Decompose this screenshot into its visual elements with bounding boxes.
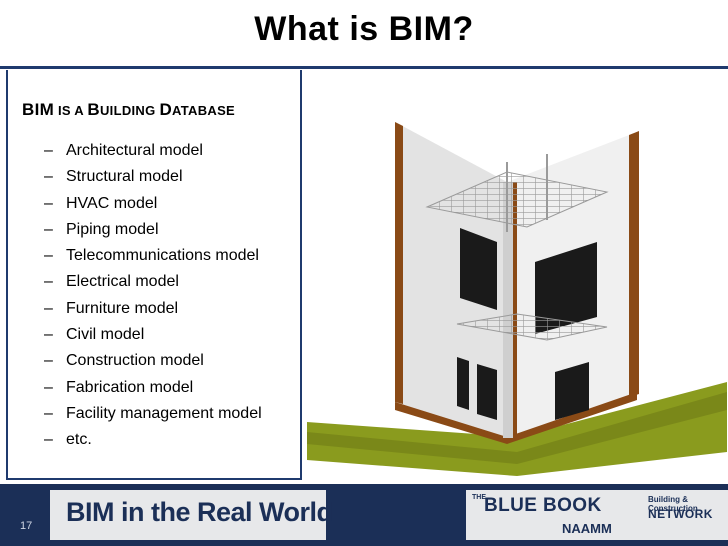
list-item: –Civil model (44, 326, 145, 344)
door-mid (477, 364, 497, 420)
list-item: –etc. (44, 431, 92, 449)
window-left-upper (460, 228, 497, 310)
bim-building-model-image (307, 122, 727, 476)
door-left (457, 357, 469, 410)
list-item: –Architectural model (44, 142, 203, 159)
footer-brand-panel (50, 490, 326, 540)
list-item: –Fabrication model (44, 378, 194, 396)
footer-brand: BIM in the Real World (66, 497, 333, 527)
blue-book-panel (466, 490, 728, 540)
list-item: –Telecommunications model (44, 247, 259, 265)
page-number: 17 (20, 520, 33, 532)
blue-book-the: THE (472, 494, 486, 501)
list-item: –Construction model (44, 352, 204, 370)
heading-atabase: atabase (172, 103, 236, 118)
blue-book-logo-text: BLUE BOOK (484, 495, 602, 516)
section-heading: BIM is a Building Database (22, 100, 235, 120)
list-item: –HVAC model (44, 194, 158, 212)
lower-ceiling-grid (456, 313, 608, 341)
content-box (6, 70, 302, 480)
window-right-lower (555, 362, 589, 420)
upper-ceiling-grid (425, 171, 609, 228)
window-right-upper (535, 242, 597, 334)
list-item: –Piping model (44, 220, 159, 238)
blue-book-subtext: Building & Construction (648, 495, 698, 513)
heading-b: B (87, 100, 100, 119)
blue-book-network: NETWORK (648, 507, 713, 521)
list-item: –Facility management model (44, 404, 262, 422)
heading-is-a: is a (54, 103, 88, 118)
slide-title: What is BIM? (254, 10, 474, 48)
heading-uilding: uilding (99, 103, 160, 118)
list-item: –Structural model (44, 168, 183, 186)
naamm-label: NAAMM (562, 521, 612, 536)
heading-bim: BIM (22, 100, 55, 119)
list-item: –Electrical model (44, 273, 179, 291)
model-list: –Architectural model –Structural model –… (44, 138, 262, 454)
title-rule (0, 66, 728, 69)
heading-d: D (159, 100, 173, 119)
list-item: –Furniture model (44, 299, 179, 317)
